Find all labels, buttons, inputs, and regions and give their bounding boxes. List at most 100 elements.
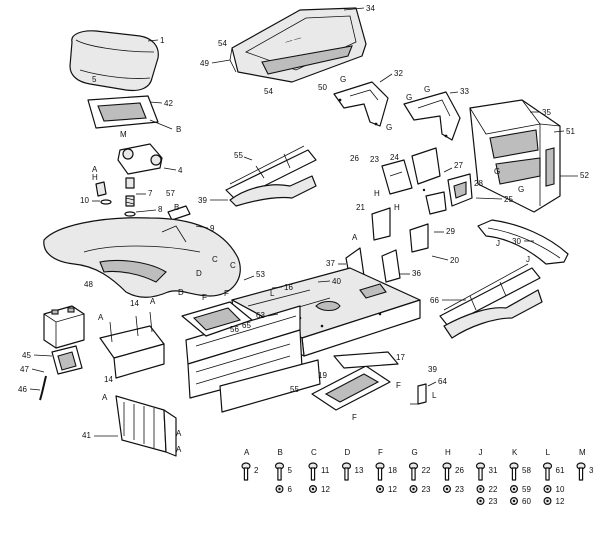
callout-plate: 57 (166, 189, 175, 198)
washer-icon (376, 485, 385, 494)
bolt-icon (442, 462, 452, 481)
callout-console-27: 27 (454, 161, 463, 170)
callout-seat-spring: 5 (92, 75, 97, 84)
bolt-icon (509, 462, 519, 481)
callout-shield-a1: A (176, 429, 182, 438)
callout-pivot-a: A (92, 165, 98, 174)
callout-fender-48: 48 (84, 280, 93, 289)
callout-seat: 1 (160, 36, 165, 45)
hardware-part-number: 22 (422, 466, 431, 475)
battery (43, 305, 85, 349)
callout-console-23: 23 (370, 155, 379, 164)
callout-fender-d2: D (178, 288, 184, 297)
callout-tray-47: 47 (20, 365, 29, 374)
step-plate (311, 351, 399, 411)
callout-step-f2: F (352, 413, 357, 422)
rear-shield (115, 395, 177, 457)
callout-spring-7: 7 (148, 189, 153, 198)
callout-bracket-g: G (386, 123, 392, 132)
hardware-part-number: 5 (288, 466, 293, 475)
washer-icon (543, 485, 552, 494)
hardware-column-m: M3 (576, 448, 594, 481)
hardware-letter: M (579, 448, 586, 457)
hardware-column-l: L 61 10 12 (542, 448, 565, 506)
callout-frame-16: 16 (284, 283, 293, 292)
callout-shield-a3: A (102, 393, 108, 402)
callout-hood-bottom: 54 (264, 87, 273, 96)
callout-bracket-20: 20 (450, 256, 459, 265)
callout-console-24: 24 (390, 153, 399, 162)
hardware-part-number: 18 (388, 466, 397, 475)
callout-tray-46: 46 (18, 385, 27, 394)
hardware-part-number: 10 (556, 485, 565, 494)
callout-spring-8: 8 (158, 205, 163, 214)
callout-battery-a1: A (98, 313, 104, 322)
washer-icon (543, 497, 552, 506)
hardware-column-d: D13 (341, 448, 364, 481)
bolt-icon (241, 462, 251, 481)
hardware-part-number: 12 (556, 497, 565, 506)
callout-shield: 41 (82, 431, 91, 440)
callout-shield-a2: A (176, 445, 182, 454)
hardware-letter: L (546, 448, 551, 457)
callout-hood: 34 (366, 4, 375, 13)
hardware-part-number: 23 (455, 485, 464, 494)
callout-frame-65: 65 (242, 321, 251, 330)
callout-console-28: 28 (474, 179, 483, 188)
hardware-part-number: 11 (321, 466, 330, 475)
hardware-letter: J (479, 448, 483, 457)
callout-frame-l: L (270, 289, 275, 298)
callout-bracket-25: 25 (504, 195, 513, 204)
callout-hood-tab: 54 (218, 39, 227, 48)
seat (69, 30, 159, 92)
callout-rear-j1: J (496, 239, 500, 248)
grille-housing (469, 99, 561, 213)
callout-channel-36: 36 (412, 269, 421, 278)
bolt-icon (274, 462, 285, 481)
callout-bracket-29: 29 (446, 227, 455, 236)
hardware-part-number: 60 (522, 497, 531, 506)
hardware-part-number: 31 (489, 466, 498, 475)
callout-tray-45: 45 (22, 351, 31, 360)
callout-battery-14b: 14 (104, 375, 113, 384)
bolt-icon (308, 462, 318, 481)
hardware-letter: F (378, 448, 383, 457)
bolt-icon (576, 462, 586, 481)
battery-base (99, 311, 165, 379)
hardware-part-number: 6 (288, 485, 293, 494)
callout-dash-bracket: 33 (460, 87, 469, 96)
rear-bar (477, 219, 569, 265)
callout-grille-51: 51 (566, 127, 575, 136)
main-frame (185, 267, 421, 413)
bolt-icon (341, 462, 352, 481)
hardware-column-a: A2 (241, 448, 259, 481)
hardware-letter: A (244, 448, 250, 457)
hardware-part-number: 12 (321, 485, 330, 494)
hardware-part-number: 26 (455, 466, 464, 475)
callout-dash-g2: G (424, 85, 430, 94)
callout-frame-53: 53 (256, 270, 265, 279)
hardware-part-number: 13 (355, 466, 364, 475)
callout-side-rail-39: 39 (198, 196, 207, 205)
hardware-legend: A2B56C1112D13F1812G2223H2623J312223K5859… (241, 448, 594, 506)
callout-battery-14a: 14 (130, 299, 139, 308)
hood: — — (229, 7, 367, 83)
hardware-part-number: 2 (254, 466, 259, 475)
lower-side-rail (439, 263, 543, 339)
bolt-icon (542, 462, 553, 481)
bolt-icon (408, 462, 419, 481)
callout-footrest-f2: F (224, 289, 229, 298)
callout-spring-10a: 10 (80, 196, 89, 205)
hardware-part-number: 61 (556, 466, 565, 475)
callout-pivot-m: M (120, 130, 127, 139)
callout-hook-l: L (432, 391, 437, 400)
callout-grille-g2: G (518, 185, 524, 194)
washer-icon (309, 485, 318, 494)
plate (167, 205, 191, 221)
